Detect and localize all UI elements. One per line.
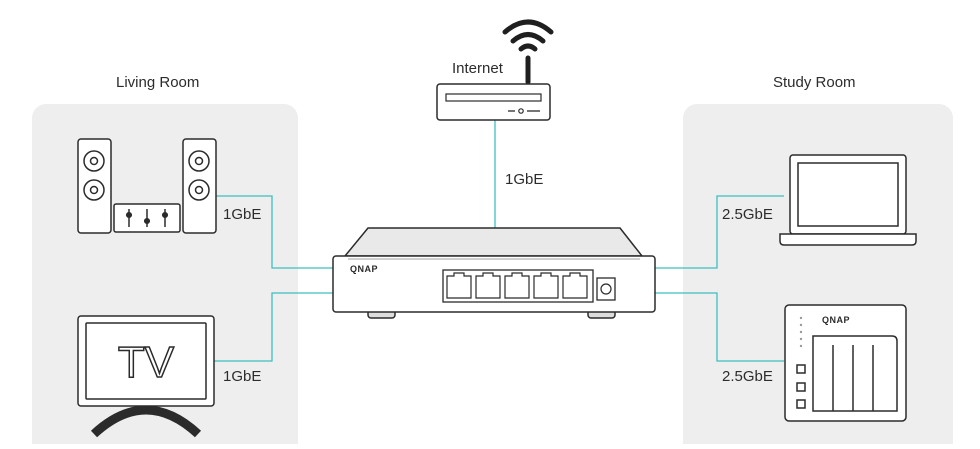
study-room-title: Study Room bbox=[773, 74, 856, 91]
connection-lines bbox=[212, 118, 784, 362]
nas-led-icons bbox=[799, 316, 803, 348]
link-nas bbox=[655, 292, 784, 362]
laptop-icon bbox=[779, 154, 917, 246]
amplifier-icon bbox=[113, 203, 181, 233]
link-tv bbox=[212, 292, 333, 362]
ethernet-port-icon bbox=[446, 272, 472, 299]
router-icon bbox=[436, 83, 551, 121]
living-room-title: Living Room bbox=[116, 74, 200, 91]
speakers-link-speed: 1GbE bbox=[223, 206, 262, 223]
tv-icon bbox=[77, 315, 215, 438]
switch-ports bbox=[442, 269, 594, 303]
speakers-icon bbox=[77, 138, 217, 234]
ethernet-port-icon bbox=[475, 272, 501, 299]
tv-link-speed: 1GbE bbox=[223, 368, 262, 385]
nas-link-speed: 2.5GbE bbox=[722, 368, 773, 385]
internet-label: Internet bbox=[452, 60, 503, 77]
tv-screen-text: TV bbox=[118, 338, 175, 387]
nas-brand-logo: QNAP bbox=[822, 315, 850, 325]
switch-power-port bbox=[596, 277, 616, 301]
laptop-link-speed: 2.5GbE bbox=[722, 206, 773, 223]
nas-icon bbox=[784, 304, 907, 422]
router-switch-speed: 1GbE bbox=[505, 171, 544, 188]
ethernet-port-icon bbox=[562, 272, 588, 299]
link-speakers bbox=[212, 195, 333, 269]
link-laptop bbox=[655, 195, 784, 269]
switch-brand-logo: QNAP bbox=[350, 264, 378, 274]
ethernet-port-icon bbox=[504, 272, 530, 299]
switch-power-socket bbox=[600, 283, 612, 295]
wifi-icon bbox=[502, 19, 554, 52]
ethernet-port-icon bbox=[533, 272, 559, 299]
